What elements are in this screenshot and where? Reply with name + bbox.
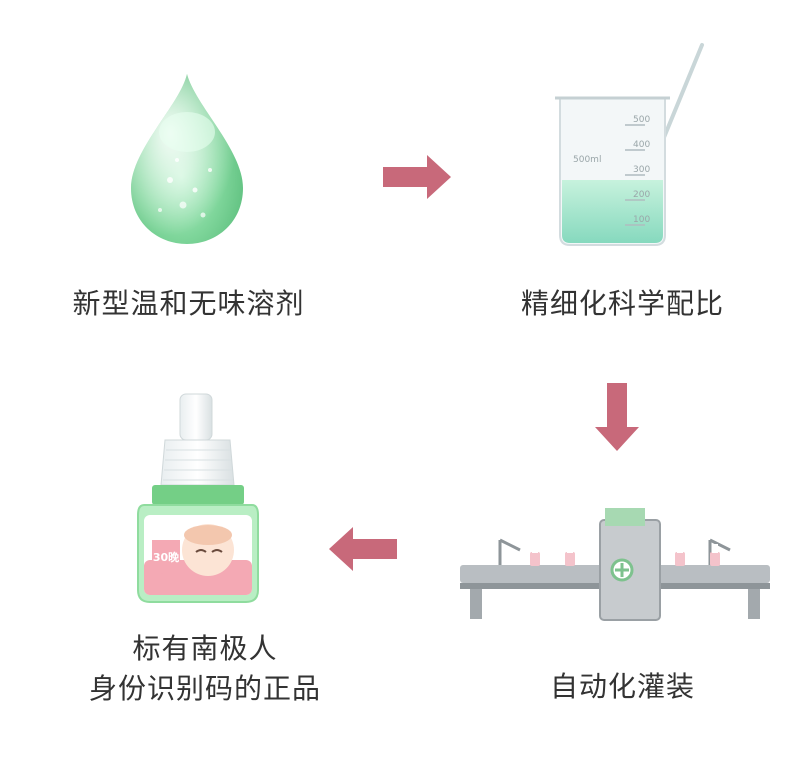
step-caption-line: 标有南极人 (132, 632, 278, 665)
beaker-icon: 500 400 300 200 100 500ml (555, 43, 704, 246)
mosquito-liquid-bottle-icon: 30晚 (137, 393, 259, 603)
beaker-mark: 200 (633, 190, 650, 200)
beaker-mark: 100 (633, 215, 650, 225)
water-drop-icon (131, 74, 243, 244)
step-caption-line: 身份识别码的正品 (88, 672, 321, 705)
arrow-left-icon (329, 527, 397, 571)
step-caption: 精细化科学配比 (520, 287, 724, 320)
beaker-mark: 400 (633, 140, 650, 150)
arrow-right-icon (383, 155, 451, 199)
bottle-badge: 30晚 (153, 550, 179, 564)
arrow-down-icon (595, 383, 639, 451)
step-caption: 新型温和无味溶剂 (72, 287, 305, 320)
production-line-icon (460, 508, 770, 621)
beaker-label: 500ml (573, 155, 601, 165)
beaker-mark: 500 (633, 115, 650, 125)
step-caption: 自动化灌装 (549, 670, 695, 703)
beaker-mark: 300 (633, 165, 650, 175)
